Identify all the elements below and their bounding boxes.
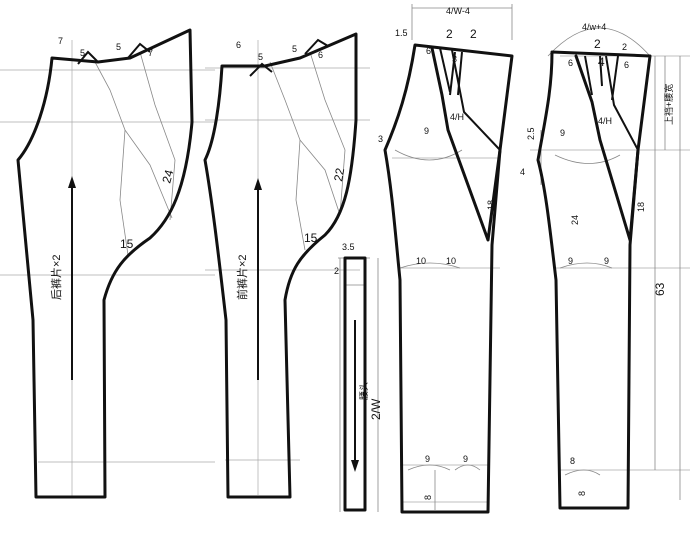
dart-mark: [304, 38, 329, 55]
dart-mark: [449, 51, 456, 96]
dim-label: 8: [423, 495, 433, 500]
front-panel-piece: 4/W-4 1.5 2 2 6 3 4/H 3 9 18 10 10 9 9 8: [378, 4, 514, 514]
construction-line: [139, 51, 176, 221]
dim-label: 6: [318, 50, 323, 60]
dim-label: 3: [378, 134, 383, 144]
dim-label: 3: [452, 54, 457, 64]
dim-label: 5: [116, 42, 121, 52]
grain-text: 后裤片×2: [49, 254, 63, 300]
arrow-head-icon: [254, 178, 262, 190]
arrow-head-icon: [68, 176, 76, 188]
construction-curve: [554, 154, 621, 164]
dim-label: 4: [598, 55, 605, 69]
grain-text: 腰头: [359, 382, 369, 400]
dim-label: 7: [148, 48, 153, 58]
dim-label: 22: [331, 167, 347, 183]
dim-label: 8: [577, 491, 587, 496]
dim-label: 2/W: [369, 398, 383, 420]
dim-label: 4/w+4: [582, 22, 606, 32]
dim-label: 6: [624, 60, 629, 70]
dart-mark: [249, 62, 273, 77]
construction-line: [299, 139, 341, 216]
dim-label: 15: [120, 237, 134, 251]
dim-label: 8: [570, 456, 575, 466]
construction-line: [269, 61, 306, 251]
dim-label: 4/W-4: [446, 6, 470, 16]
dim-label: 5: [292, 44, 297, 54]
dart-mark: [584, 55, 593, 96]
dim-label: 5: [258, 52, 263, 62]
dart-mark: [599, 55, 603, 87]
back-panel-outline: [536, 50, 652, 510]
front-panel-seam: [430, 46, 502, 242]
dart-mark: [127, 42, 151, 59]
dart-mark: [439, 47, 451, 93]
dim-label: 9: [463, 454, 468, 464]
back-panel-piece: 4/w+4 2 2 6 4 6 4/H 2.5 4 9 24 18 9 9 8 …: [520, 22, 690, 510]
dim-label: 4/H: [450, 112, 464, 122]
waistband-outline: [343, 256, 367, 512]
dim-label: 4: [520, 167, 525, 177]
dim-label: 63: [653, 282, 667, 296]
dart-mark: [77, 50, 99, 65]
front-trouser-piece: 6 5 5 6 22 15 前裤片×2: [203, 32, 370, 499]
grain-text: 前裤片×2: [235, 254, 249, 300]
construction-curve: [399, 262, 461, 269]
construction-curve: [547, 27, 651, 57]
back-trouser-piece: 7 5 5 7 24 15 后裤片×2: [0, 28, 215, 499]
dim-label: 9: [604, 256, 609, 266]
dim-label: 6: [426, 46, 431, 56]
dim-label: 24: [159, 168, 176, 185]
construction-curve: [559, 262, 613, 269]
construction-curve: [394, 149, 463, 161]
dart-mark: [457, 51, 463, 96]
dim-label: 15: [304, 231, 318, 245]
construction-curve: [454, 464, 481, 471]
dim-label: 2.5: [526, 127, 536, 140]
dim-label: 6: [568, 58, 573, 68]
dim-label: 2: [446, 27, 453, 41]
back-panel-seam: [605, 55, 639, 151]
back-panel-seam: [574, 54, 640, 242]
construction-curve: [407, 464, 451, 471]
dim-label: 2: [334, 266, 339, 276]
dim-label: 6: [236, 40, 241, 50]
dim-label: 9: [568, 256, 573, 266]
dim-label: 18: [486, 200, 496, 210]
dim-label: 7: [58, 36, 63, 46]
construction-line: [309, 51, 346, 216]
dim-label: 1.5: [395, 28, 408, 38]
dart-mark: [611, 55, 619, 101]
front-trouser-outline: [203, 32, 358, 499]
dim-label: 上裆+腰宽: [663, 84, 674, 125]
dim-label: 3.5: [342, 242, 355, 252]
construction-line: [124, 129, 173, 219]
dim-label: 10: [416, 256, 426, 266]
arrow-head-icon: [351, 460, 359, 472]
dim-label: 9: [424, 126, 429, 136]
construction-line: [94, 61, 129, 256]
front-panel-outline: [383, 43, 514, 514]
front-panel-seam: [451, 49, 501, 151]
waistband-piece: 3.5 2 腰头 2/W: [334, 242, 383, 512]
dim-label: 2: [594, 37, 601, 51]
dim-label: 4/H: [598, 116, 612, 126]
dim-label: 24: [570, 215, 580, 225]
dim-label: 2: [470, 27, 477, 41]
dim-label: 9: [425, 454, 430, 464]
dim-label: 18: [636, 202, 646, 212]
dim-label: 10: [446, 256, 456, 266]
back-trouser-outline: [16, 28, 194, 499]
dim-label: 5: [80, 48, 85, 58]
construction-curve: [564, 469, 601, 476]
dim-label: 2: [622, 42, 627, 52]
dim-label: 9: [560, 128, 565, 138]
